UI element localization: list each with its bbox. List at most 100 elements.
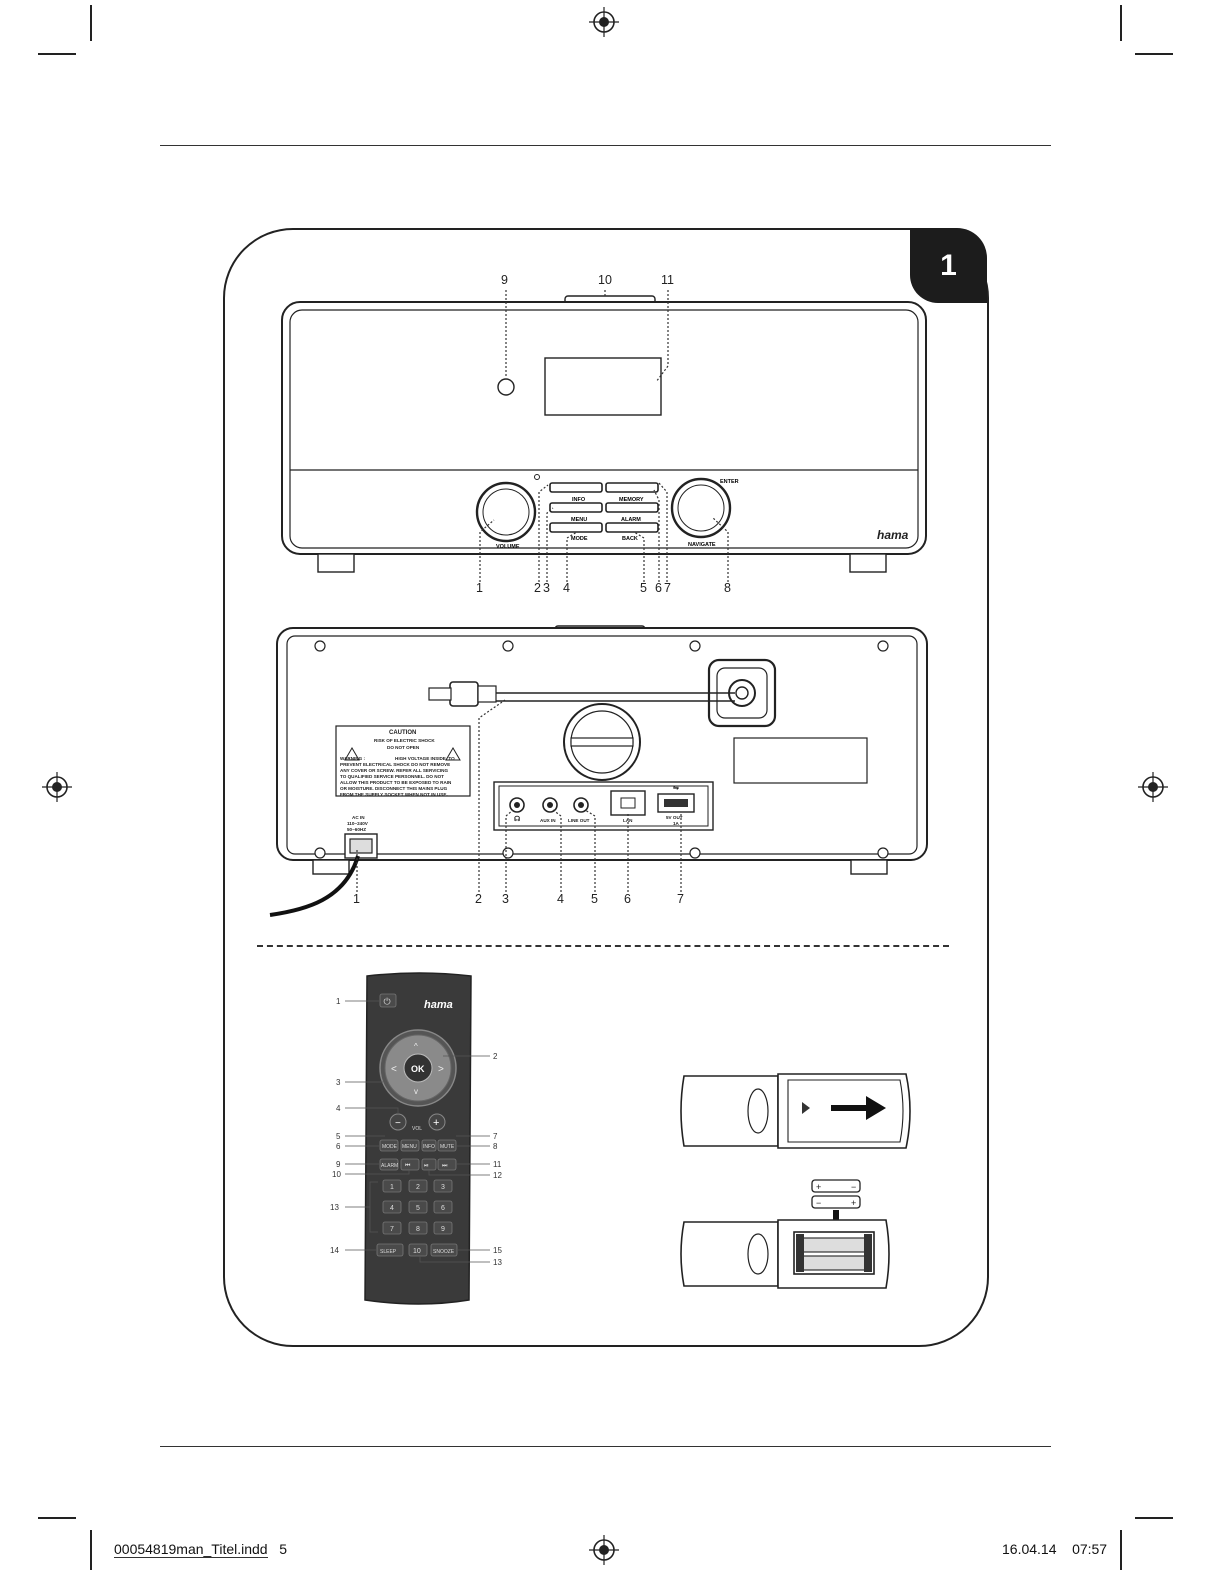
remote-callout-13: 13 [330,1203,339,1212]
ac-in-label: AC IN [352,815,365,820]
ok-button: OK [411,1064,425,1074]
crop-mark [38,1517,76,1519]
callout-10: 10 [598,273,612,287]
callout-1: 1 [353,892,360,906]
warning-line: PREVENT ELECTRICAL SHOCK DO NOT REMOVE [340,762,450,767]
number-key: 3 [441,1184,445,1191]
remote-callout-12: 12 [493,1171,502,1180]
section-divider [257,945,949,947]
callout-5: 5 [640,581,647,595]
footer-time: 07:57 [1072,1541,1108,1557]
number-key: 1 [390,1184,394,1191]
port-label-lan: LAN [623,818,633,823]
callout-4: 4 [557,892,564,906]
callout-6: 6 [624,892,631,906]
knob-label-enter: ENTER [720,479,739,485]
caution-title: CAUTION [389,730,416,736]
warning-line: HIGH VOLTAGE INSIDE. TO [395,756,455,761]
previous-icon: ⏮ [405,1163,411,1169]
radio-front-view: INFO MEMORY MENU ALARM MODE BACK VOLUME … [281,273,927,595]
warning-line: ANY COVER OR SCREW. REFER ALL SERVICING [340,768,448,773]
footer-file: 00054819man_Titel.indd 5 [114,1541,287,1558]
battery-minus-icon: − [816,1198,821,1208]
usb-icon: ⇋ [673,784,679,792]
headphone-icon: ☊ [514,815,520,823]
vol-label: VOL [412,1126,422,1132]
remote-callout-6: 6 [336,1142,341,1151]
warning-line: TO QUALIFIED SERVICE PERSONNEL. DO NOT [340,774,444,779]
remote-callout-2: 2 [493,1052,498,1061]
remote-callout-15: 15 [493,1246,502,1255]
button-label-menu: MENU [571,517,587,523]
footer-filename: 00054819man_Titel.indd [114,1541,268,1558]
remote-callout-10: 10 [332,1170,341,1179]
remote-menu-button: MENU [402,1144,417,1150]
play-pause-icon: ⏯ [424,1163,429,1169]
warning-label: WARNING : [340,756,365,761]
crop-mark [90,5,92,41]
callout-2: 2 [475,892,482,906]
battery-cover-illustration [680,1073,911,1149]
remote-snooze-button: SNOOZE [433,1249,455,1255]
number-key: 6 [441,1205,445,1212]
knob-label-navigate: NAVIGATE [688,542,716,548]
number-key: 5 [416,1205,420,1212]
caution-line-2: DO NOT OPEN [387,745,420,750]
callout-6: 6 [655,581,662,595]
volume-down-icon: − [395,1118,401,1129]
port-label-1a: 1A [673,821,680,826]
remote-callout-14: 14 [330,1246,339,1255]
remote-alarm-button: ALARM [381,1163,398,1169]
brand-logo: hama [877,528,909,542]
callout-7: 7 [677,892,684,906]
registration-mark-icon [589,1535,619,1565]
crop-mark [90,1530,92,1570]
button-label-alarm: ALARM [621,517,641,523]
arrow-right-icon [831,1096,886,1120]
callout-3: 3 [502,892,509,906]
number-key: 2 [416,1184,420,1191]
remote-control: ⏻ hama OK ^ v < > − + VOL MODE MENU INFO… [330,972,502,1305]
crop-mark [1135,53,1173,55]
button-label-memory: MEMORY [619,497,644,503]
callout-7: 7 [664,581,671,595]
battery-minus-icon: − [851,1182,856,1192]
registration-mark-icon [42,772,72,802]
remote-mode-button: MODE [382,1144,398,1150]
button-label-back: BACK [622,536,638,542]
caution-line-1: RISK OF ELECTRIC SHOCK [374,738,435,743]
remote-callout-1: 1 [336,997,341,1006]
remote-callout-4: 4 [336,1104,341,1113]
callout-2: 2 [534,581,541,595]
remote-callout-11: 11 [493,1160,502,1169]
remote-callout-5: 5 [336,1132,341,1141]
warning-line: ALLOW THIS PRODUCT TO BE EXPOSED TO RAIN [340,780,452,785]
warning-line: OR MOISTURE. DISCONNECT THIS MAINS PLUG [340,786,448,791]
remote-callout-9: 9 [336,1160,341,1169]
callout-9: 9 [501,273,508,287]
volume-up-icon: + [433,1117,439,1129]
callout-11: 11 [661,273,674,287]
button-label-info: INFO [572,497,586,503]
bottom-rule [160,1446,1051,1447]
port-label-line-out: LINE OUT [568,818,590,823]
registration-mark-icon [589,7,619,37]
remote-callout-8: 8 [493,1142,498,1151]
chevron-up-icon: ^ [414,1042,418,1051]
number-key: 9 [441,1226,445,1233]
port-label-5v-out: 5V OUT [666,815,683,820]
battery-plus-icon: + [851,1198,856,1208]
number-key-10: 10 [413,1248,421,1255]
callout-8: 8 [724,581,731,595]
footer-date: 16.04.14 [1002,1541,1057,1557]
number-key: 8 [416,1226,420,1233]
remote-mute-button: MUTE [440,1144,455,1150]
callout-3: 3 [543,581,550,595]
callout-1: 1 [476,581,483,595]
figure-number: 1 [940,248,957,282]
chevron-left-icon: < [391,1064,397,1075]
ac-in-frequency: 50~60HZ [347,827,366,832]
remote-brand-logo: hama [424,999,453,1011]
ac-in-voltage: 110~240V [347,821,369,826]
number-key: 7 [390,1226,394,1233]
